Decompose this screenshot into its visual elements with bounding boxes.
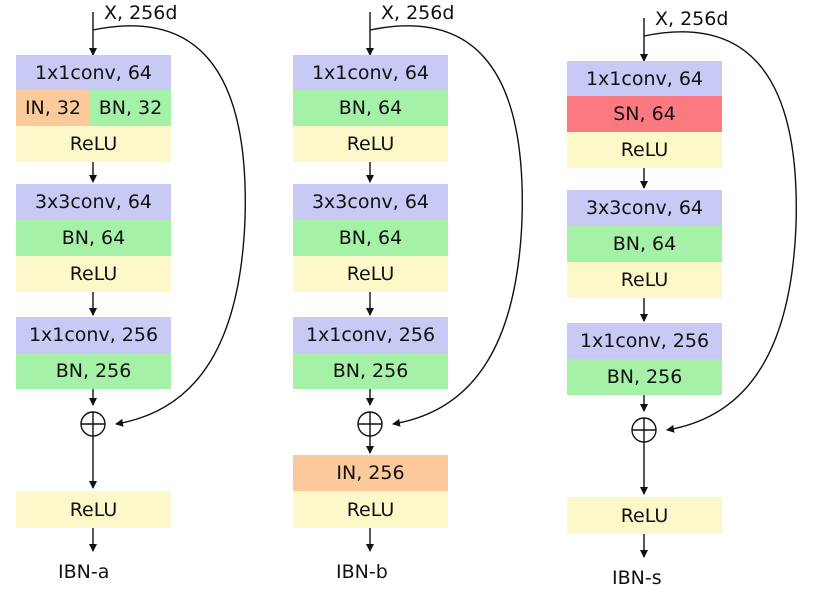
ibn-s-bn3-block: BN, 256	[567, 359, 722, 395]
ibn-a-conv1x1-block: 1x1conv, 64	[16, 55, 171, 90]
ibn-b-conv1x1-out-block: 1x1conv, 256	[293, 317, 448, 353]
ibn-s-conv1x1-out-block: 1x1conv, 256	[567, 323, 722, 359]
ibn-a-conv3x3-block: 3x3conv, 64	[16, 184, 171, 220]
ibn-b-relu1-block: ReLU	[293, 126, 448, 162]
ibn-a-relu1-block: ReLU	[16, 126, 171, 162]
ibn-b-relu-out-block: ReLU	[293, 491, 448, 528]
ibn-b-conv1x1-block: 1x1conv, 64	[293, 55, 448, 90]
ibn-b-caption: IBN-b	[336, 561, 388, 583]
ibn-s-relu1-block: ReLU	[567, 132, 722, 168]
ibn-a-caption: IBN-a	[58, 561, 110, 583]
ibn-b-bn2-block: BN, 64	[293, 220, 448, 256]
ibn-a-relu-out-block: ReLU	[16, 491, 171, 528]
ibn-a-in-half-block: IN, 32	[16, 90, 90, 126]
ibn-a-bn2-block: BN, 64	[16, 220, 171, 256]
ibn-s-relu2-block: ReLU	[567, 262, 722, 298]
ibn-a-bn-half-block: BN, 32	[90, 90, 171, 126]
ibn-s-sn-block: SN, 64	[567, 96, 722, 132]
ibn-b-input-label: X, 256d	[381, 2, 455, 24]
ibn-b-shortcut-arrow	[369, 25, 523, 427]
ibn-a-input-label: X, 256d	[104, 2, 178, 24]
ibn-b-relu2-block: ReLU	[293, 256, 448, 292]
ibn-s-shortcut-arrow	[643, 31, 797, 433]
ibn-a-relu2-block: ReLU	[16, 256, 171, 292]
ibn-b-conv3x3-block: 3x3conv, 64	[293, 184, 448, 220]
ibn-s-caption: IBN-s	[612, 567, 662, 589]
ibn-a-conv1x1-out-block: 1x1conv, 256	[16, 317, 171, 353]
ibn-s-relu-out-block: ReLU	[567, 497, 722, 534]
ibn-a-bn3-block: BN, 256	[16, 353, 171, 389]
ibn-b-bn1-block: BN, 64	[293, 90, 448, 126]
ibn-s-bn2-block: BN, 64	[567, 226, 722, 262]
ibn-b-in-out-block: IN, 256	[293, 455, 448, 491]
ibn-s-input-label: X, 256d	[655, 8, 729, 30]
ibn-a-shortcut-arrow	[92, 25, 246, 427]
ibn-s-conv3x3-block: 3x3conv, 64	[567, 190, 722, 226]
ibn-b-bn3-block: BN, 256	[293, 353, 448, 389]
ibn-s-conv1x1-block: 1x1conv, 64	[567, 61, 722, 96]
